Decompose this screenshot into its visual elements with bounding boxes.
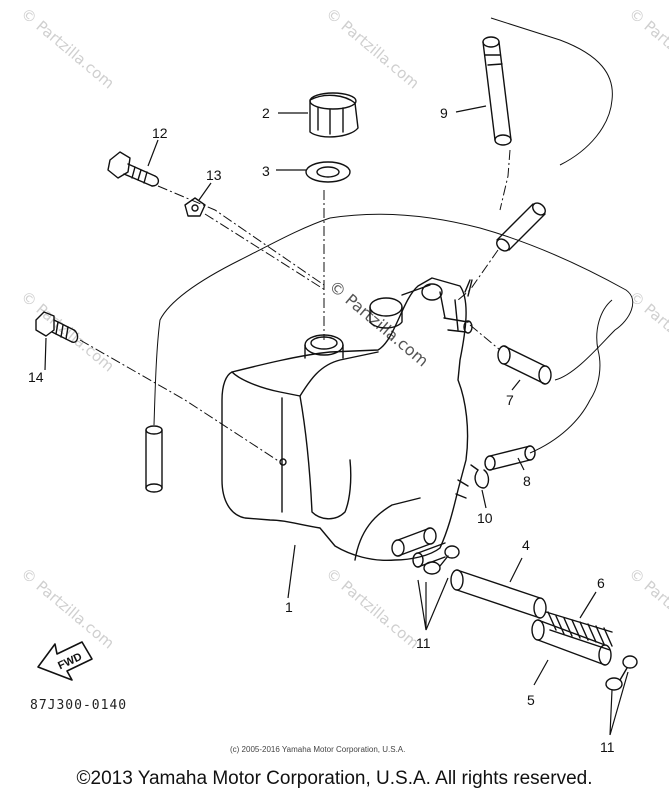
spring-6 <box>545 611 613 651</box>
washer-13 <box>184 197 206 217</box>
callout-11-left: 11 <box>416 635 431 651</box>
callout-12: 12 <box>152 125 168 141</box>
callout-3: 3 <box>262 163 270 179</box>
fwd-arrow: FWD <box>37 641 93 681</box>
callout-numbers: 1 2 3 4 5 6 7 8 9 10 11 11 12 13 14 <box>28 105 615 755</box>
watermark: © Partzilla.com <box>322 4 422 92</box>
bolt-12 <box>107 151 160 187</box>
hose-left <box>145 425 163 493</box>
watermark: © Partzilla.com <box>625 287 669 375</box>
short-hose-upper <box>496 202 546 252</box>
hose-4 <box>450 569 547 619</box>
hose-7 <box>497 345 552 385</box>
cap <box>309 92 359 138</box>
callout-9: 9 <box>440 105 448 121</box>
watermark: © Partzilla.com <box>322 564 422 652</box>
callout-6: 6 <box>597 575 605 591</box>
clip-10 <box>470 464 490 489</box>
callout-8: 8 <box>523 473 531 489</box>
watermark: © Partzilla.com <box>625 4 669 92</box>
watermark: © Partzilla.com <box>625 564 669 652</box>
diagram-code: 87J300-0140 <box>30 698 128 713</box>
callout-11-right: 11 <box>600 739 615 755</box>
callout-2: 2 <box>262 105 270 121</box>
callout-5: 5 <box>527 692 535 708</box>
filler-neck <box>304 297 403 359</box>
watermark: © Partzilla.com <box>17 564 117 652</box>
hose-5 <box>531 619 612 666</box>
clamps-11-left <box>423 545 460 575</box>
clamps-11-right <box>605 655 638 691</box>
bolt-14 <box>35 311 79 343</box>
callout-1: 1 <box>285 599 293 615</box>
watermark-layer: © Partzilla.com © Partzilla.com © Partzi… <box>17 4 669 652</box>
leader-lines <box>79 149 511 463</box>
small-copyright: (c) 2005-2016 Yamaha Motor Corporation, … <box>230 745 406 754</box>
callout-13: 13 <box>206 167 222 183</box>
hose-9 <box>482 36 512 146</box>
callout-10: 10 <box>477 510 493 526</box>
watermark: © Partzilla.com <box>17 4 117 92</box>
gasket <box>305 161 351 183</box>
oil-tank <box>221 277 473 562</box>
callout-14: 14 <box>28 369 44 385</box>
callout-4: 4 <box>522 537 530 553</box>
callout-leaders <box>44 105 629 736</box>
callout-7: 7 <box>506 392 514 408</box>
hose-routes <box>153 17 634 454</box>
hose-8 <box>484 445 536 471</box>
footer-copyright: ©2013 Yamaha Motor Corporation, U.S.A. A… <box>76 768 593 789</box>
outlet-fittings <box>391 527 446 568</box>
